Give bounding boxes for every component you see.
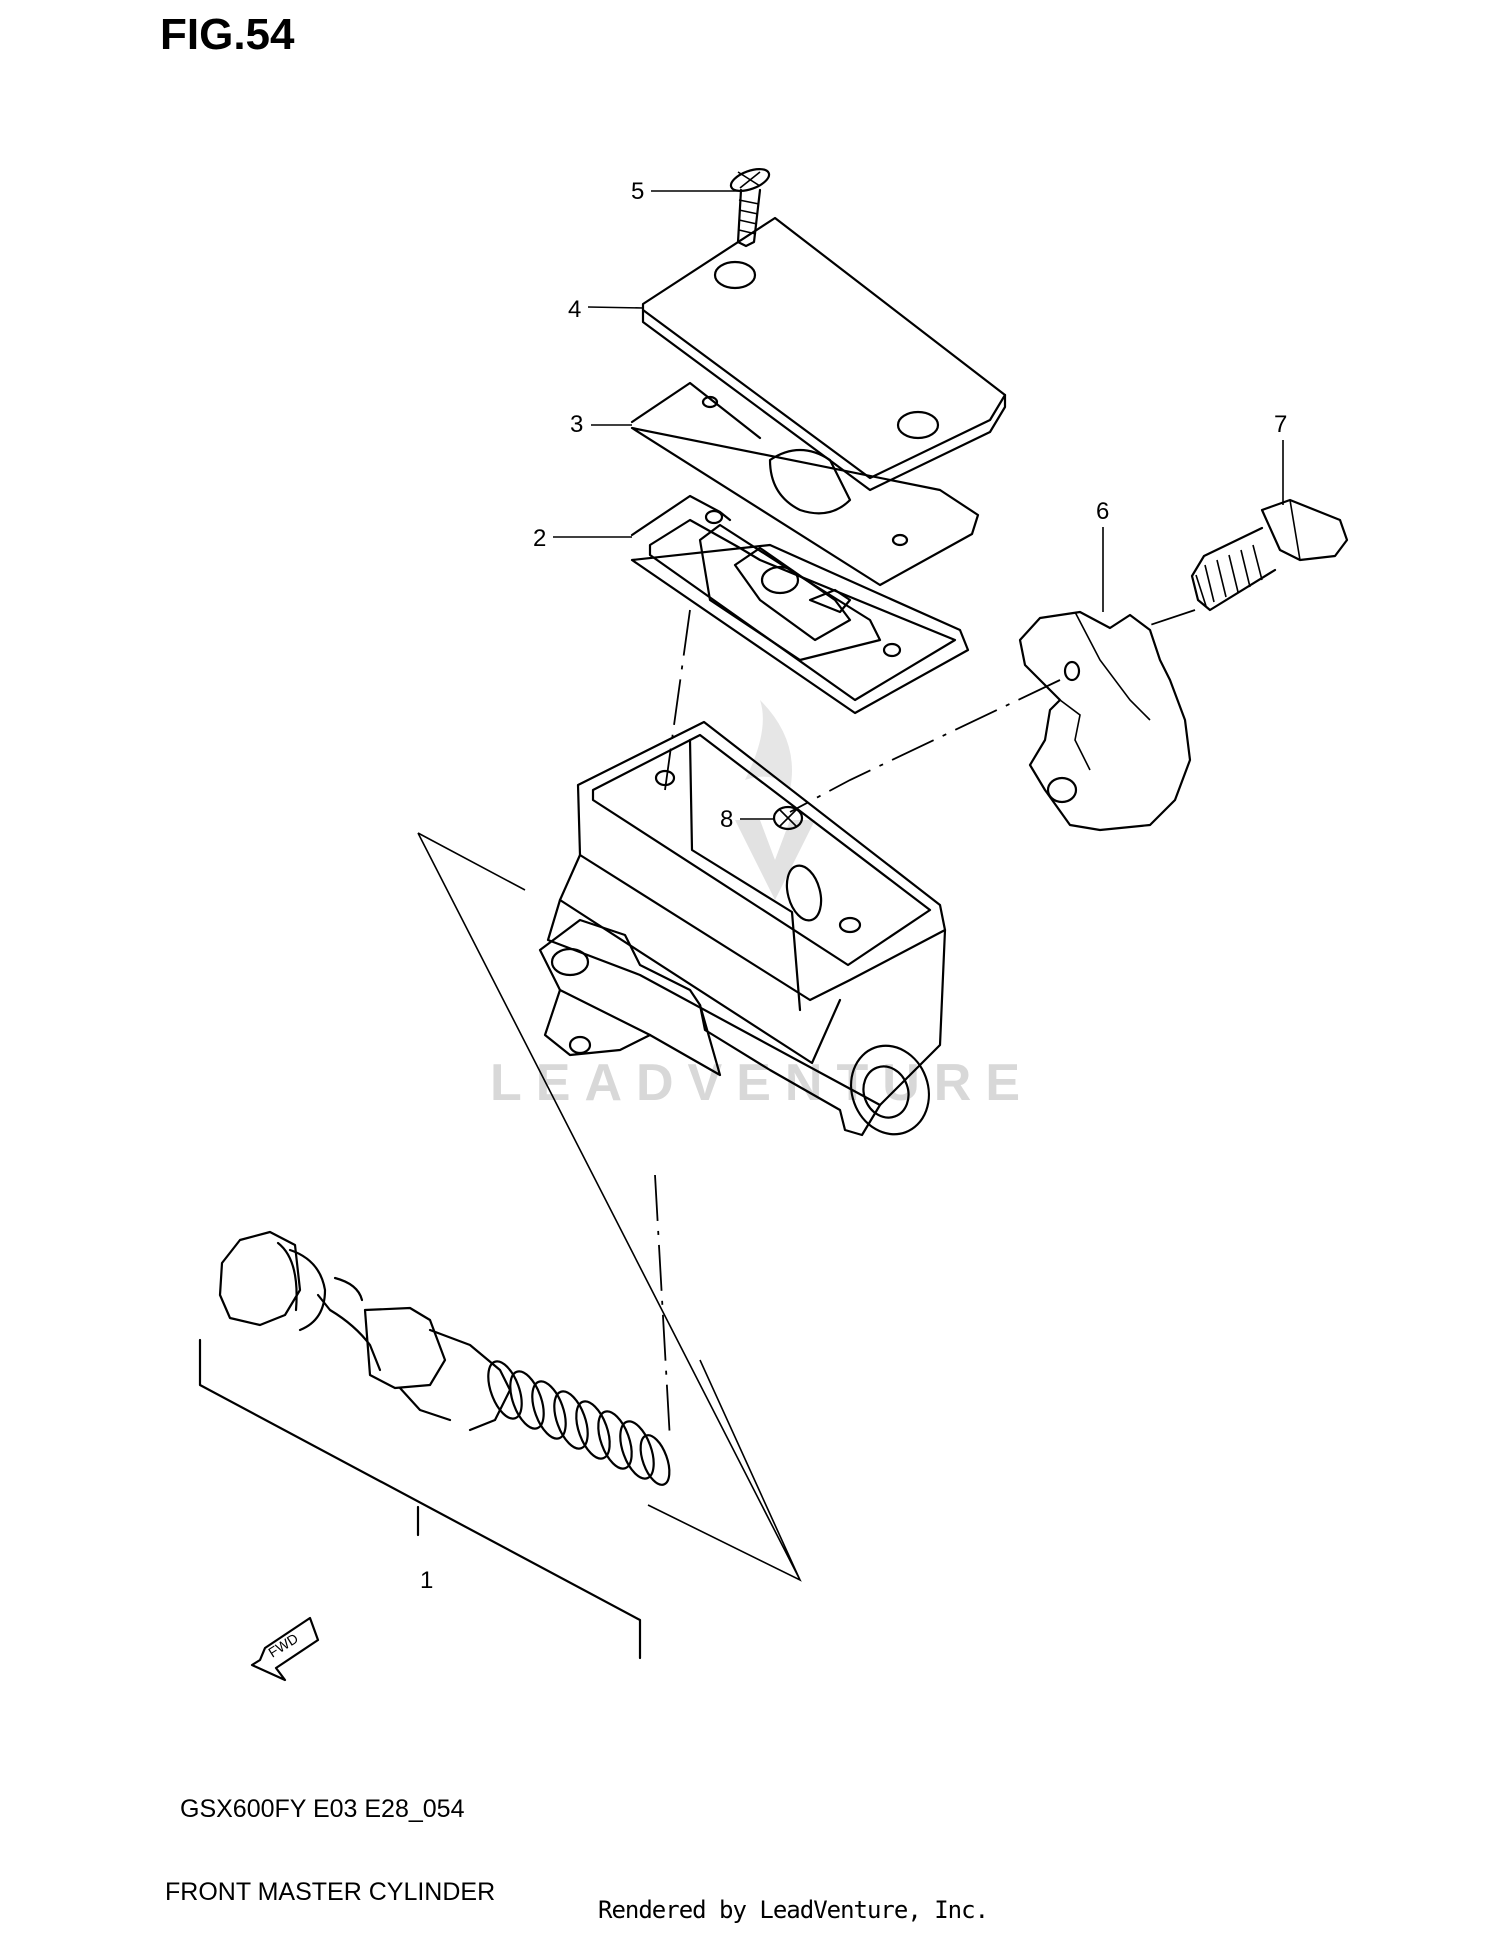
render-credit: Rendered by LeadVenture, Inc. [598,1896,989,1924]
part-8-screw [772,805,804,831]
part-1-piston-set [198,1230,671,1660]
figure-title: FIG.54 [160,10,295,59]
callout-4: 4 [568,296,581,323]
leader-lines [553,190,1284,820]
part-master-cylinder-body [538,720,947,1137]
callout-6: 6 [1096,498,1109,525]
callout-8: 8 [720,806,733,833]
callout-3: 3 [570,411,583,438]
part-4-reservoir-cap [641,216,1007,492]
callout-7: 7 [1274,411,1287,438]
callout-2: 2 [533,525,546,552]
model-code: GSX600FY E03 E28_054 [180,1795,465,1823]
spring [487,1360,671,1486]
watermark: LEADVENTURE [490,700,1034,1112]
watermark-text: LEADVENTURE [490,1054,1034,1112]
diagram-name: FRONT MASTER CYLINDER [165,1878,496,1906]
callout-1: 1 [420,1567,433,1594]
fwd-arrow-icon: FWD [250,1616,320,1682]
part-2-diaphragm [630,494,970,715]
part-3-plate [630,381,980,587]
callout-5: 5 [631,178,644,205]
part-6-holder [1018,610,1192,832]
piston-exploded-frame [417,832,802,1582]
part-5-screw [729,168,771,248]
part-7-bolt [1190,498,1349,612]
assembly-lines [654,609,1196,1441]
